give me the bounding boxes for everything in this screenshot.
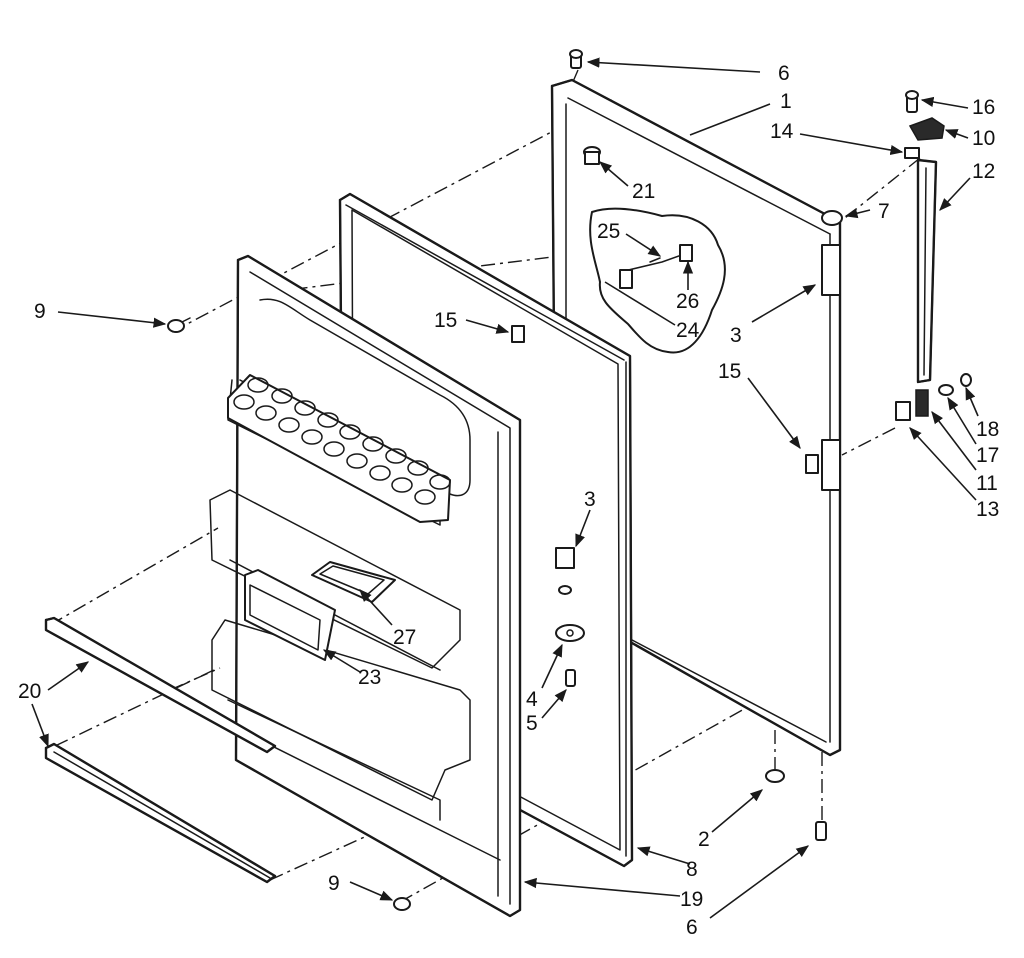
end-cap-10 [908, 117, 945, 141]
leader-lines [31, 57, 979, 919]
screw-17 [938, 384, 954, 396]
bracket-14 [904, 147, 920, 159]
screw-top [569, 49, 583, 69]
callout-4: 4 [526, 688, 538, 711]
screw-bottom [815, 821, 827, 841]
washer-18 [960, 373, 972, 387]
callout-15-right: 15 [718, 360, 741, 383]
callout-labels: 6 1 16 14 10 12 21 7 25 26 24 9 15 3 15 … [18, 62, 999, 939]
callout-24: 24 [676, 319, 700, 342]
callout-9-bottom: 9 [328, 872, 340, 895]
callout-19: 19 [680, 888, 703, 911]
hinge-3-mid [555, 547, 575, 595]
egg-tray [227, 374, 451, 523]
spacer-2 [765, 769, 785, 783]
callout-3-mid: 3 [584, 488, 596, 511]
callout-3-right: 3 [730, 324, 742, 347]
callout-15-left: 15 [434, 309, 457, 332]
callout-17: 17 [976, 444, 999, 467]
hardware-parts [167, 49, 972, 911]
callout-5: 5 [526, 712, 538, 735]
shelf-bars [44, 616, 277, 884]
callout-2: 2 [698, 828, 710, 851]
callout-1: 1 [780, 90, 792, 113]
plug-7 [821, 210, 843, 226]
callout-11: 11 [976, 472, 998, 495]
callout-21: 21 [632, 180, 655, 203]
callout-18: 18 [976, 418, 999, 441]
callout-7: 7 [878, 200, 890, 223]
callout-20: 20 [18, 680, 41, 703]
callout-6-top: 6 [778, 62, 790, 85]
callout-12: 12 [972, 160, 995, 183]
clip-15-right [805, 454, 819, 474]
screw-9-top [167, 317, 191, 333]
screw-16 [905, 90, 919, 113]
cutaway-detail [589, 207, 726, 354]
door-handle [916, 158, 938, 384]
callout-25: 25 [597, 220, 620, 243]
plug-21 [583, 146, 601, 165]
bracket-11-13 [895, 389, 929, 421]
callout-8: 8 [686, 858, 698, 881]
callout-26: 26 [676, 290, 699, 313]
callout-14: 14 [770, 120, 794, 143]
callout-10: 10 [972, 127, 995, 150]
clip-15-left [511, 325, 525, 343]
callout-16: 16 [972, 96, 995, 119]
callout-23: 23 [358, 666, 381, 689]
screw-9-bottom [393, 897, 411, 911]
bracket-4 [555, 624, 585, 642]
callout-9-top: 9 [34, 300, 46, 323]
callout-6-bottom: 6 [686, 916, 698, 939]
callout-27: 27 [393, 626, 416, 649]
callout-13: 13 [976, 498, 999, 521]
screw-5 [565, 669, 576, 687]
